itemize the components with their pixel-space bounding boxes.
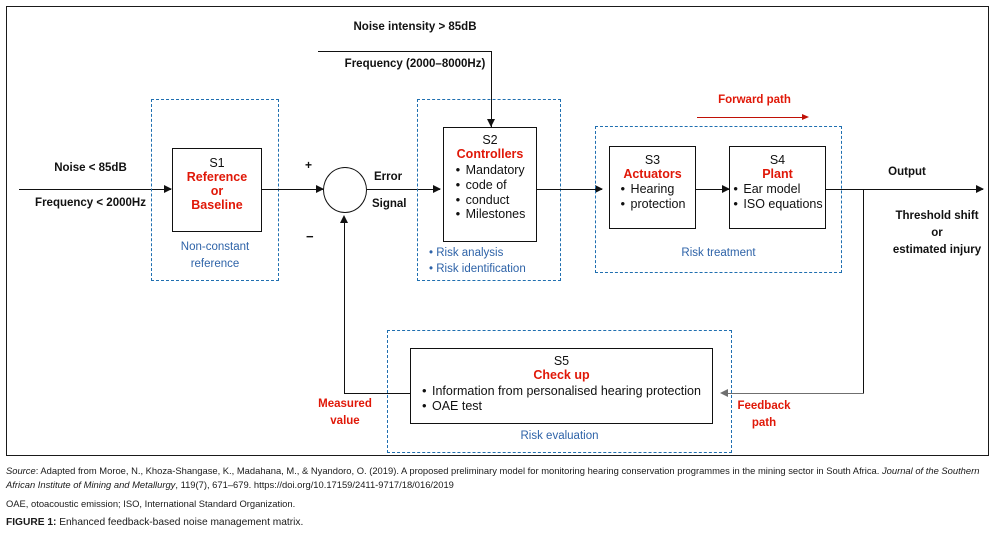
output-desc-line2: or [931, 227, 943, 239]
block-s3[interactable]: S3 Actuators Hearing protection [609, 146, 696, 229]
left-input-arrowhead [164, 185, 172, 193]
block-s2-item-1-cont: code of [455, 177, 526, 193]
top-input-label-line1: Noise intensity > 85dB [353, 21, 477, 33]
block-s1-code: S1 [209, 156, 225, 170]
feedback-to-sum-arrowhead [340, 215, 348, 223]
block-s2-name: Controllers [456, 147, 524, 161]
block-s2-item-1: Mandatory [455, 162, 526, 178]
block-s5-item-2: OAE test [421, 398, 712, 414]
feedback-path-label-line2: path [751, 417, 777, 429]
signal-label: Signal [372, 198, 407, 210]
output-line [826, 189, 983, 190]
measured-value-line [344, 393, 411, 394]
sum-minus-sign: − [306, 229, 314, 244]
block-s1-name-line1: Reference [186, 170, 248, 184]
figure-frame: Noise intensity > 85dB Frequency (2000–8… [6, 6, 989, 456]
caption-source-rest: : Adapted from Moroe, N., Khoza-Shangase… [35, 465, 882, 476]
block-s3-item-1-cont: protection [620, 196, 686, 212]
group-label-s1-line1: Non-constant [180, 241, 250, 253]
block-s1[interactable]: S1 Reference or Baseline [172, 148, 262, 232]
block-s2[interactable]: S2 Controllers Mandatory code of conduct… [443, 127, 537, 242]
top-input-label-line2: Frequency (2000–8000Hz) [344, 58, 486, 70]
block-s4-code: S4 [769, 153, 786, 167]
left-input-label-line2: Frequency < 2000Hz [35, 197, 146, 209]
group-label-risk-evaluation: Risk evaluation [520, 430, 599, 442]
block-s3-item-1: Hearing [620, 181, 686, 197]
feedback-arrowhead [720, 389, 728, 397]
caption-source: Source: Adapted from Moroe, N., Khoza-Sh… [6, 464, 991, 491]
s1-to-sum-line [262, 189, 323, 190]
block-s3-items: Hearing protection [620, 181, 686, 212]
measured-value-label-line2: value [330, 415, 360, 427]
block-s4-name: Plant [762, 167, 793, 181]
block-s5-name: Check up [533, 368, 590, 382]
group-box-s2 [417, 99, 561, 281]
sum-to-s2-line [367, 189, 440, 190]
left-input-label-line1: Noise < 85dB [54, 162, 127, 174]
feedback-path-label-line1: Feedback [737, 400, 791, 412]
s1-to-sum-arrowhead [316, 185, 324, 193]
sum-plus-sign: + [305, 158, 313, 172]
summing-junction[interactable] [323, 167, 367, 213]
block-s5-items: Information from personalised hearing pr… [421, 383, 712, 414]
block-s4-items: Ear model ISO equations [732, 181, 822, 212]
block-s3-code: S3 [644, 153, 661, 167]
group-label-s2-item-2-text: Risk identification [436, 263, 526, 275]
measured-value-label-line1: Measured [318, 398, 372, 410]
group-label-s2-item-1: • Risk analysis [429, 247, 504, 259]
forward-path-arrow-line [697, 117, 805, 118]
caption-source-label: Source [6, 465, 36, 476]
top-input-vertical-line [491, 51, 492, 128]
block-s5-code: S5 [553, 354, 570, 368]
block-s4-item-2: ISO equations [732, 196, 822, 212]
caption-figure-title: Enhanced feedback-based noise management… [56, 516, 304, 528]
caption-block: Source: Adapted from Moroe, N., Khoza-Sh… [6, 464, 991, 528]
forward-path-label: Forward path [718, 94, 791, 106]
top-input-arrowhead [487, 119, 495, 127]
group-label-s2-item-1-text: Risk analysis [436, 247, 504, 259]
caption-abbreviations: OAE, otoacoustic emission; ISO, Internat… [6, 498, 296, 510]
output-label: Output [888, 166, 926, 178]
block-s3-name: Actuators [623, 167, 682, 181]
caption-source-tail: , 119(7), 671–679. https://doi.org/10.17… [175, 478, 454, 490]
group-label-risk-treatment: Risk treatment [681, 247, 756, 259]
group-label-s2-item-2: • Risk identification [429, 263, 526, 275]
output-arrowhead [976, 185, 984, 193]
feedback-to-sum-vertical-line [344, 222, 345, 394]
forward-path-arrowhead [802, 114, 809, 120]
block-s2-items: Mandatory code of conduct Milestones [455, 162, 526, 222]
feedback-tap-vertical-line [863, 189, 864, 393]
caption-journal: Journal of the Southern African Institut… [6, 465, 980, 490]
top-input-horizontal-line [318, 51, 492, 52]
sum-to-s2-arrowhead [433, 185, 441, 193]
block-s4[interactable]: S4 Plant Ear model ISO equations [729, 146, 826, 229]
output-desc-line3: estimated injury [892, 244, 982, 256]
output-desc-line1: Threshold shift [895, 210, 979, 222]
block-s1-name-line2: or [210, 184, 224, 198]
block-s2-item-2: Milestones [455, 206, 526, 222]
block-s2-item-1-cont2: conduct [455, 192, 526, 208]
s2-to-s3-line [537, 189, 602, 190]
block-s4-item-1: Ear model [732, 181, 822, 197]
group-box-s1 [151, 99, 279, 281]
block-s1-name-line3: Baseline [191, 198, 243, 212]
block-s5[interactable]: S5 Check up Information from personalise… [410, 348, 713, 424]
left-input-line [19, 189, 171, 190]
block-s2-code: S2 [482, 133, 498, 147]
caption-figure-label: FIGURE 1: [6, 516, 57, 528]
caption-figure: FIGURE 1: Enhanced feedback-based noise … [6, 517, 991, 528]
group-label-s1-line2: reference [190, 258, 240, 270]
feedback-horizontal-line [727, 393, 864, 394]
s3-to-s4-arrowhead [722, 185, 730, 193]
error-label: Error [374, 171, 403, 183]
block-s5-item-1: Information from personalised hearing pr… [421, 383, 712, 399]
group-box-risk-treatment [595, 126, 842, 273]
s3-to-s4-line [696, 189, 729, 190]
group-box-risk-evaluation [387, 330, 732, 453]
s2-to-s3-arrowhead [595, 185, 603, 193]
